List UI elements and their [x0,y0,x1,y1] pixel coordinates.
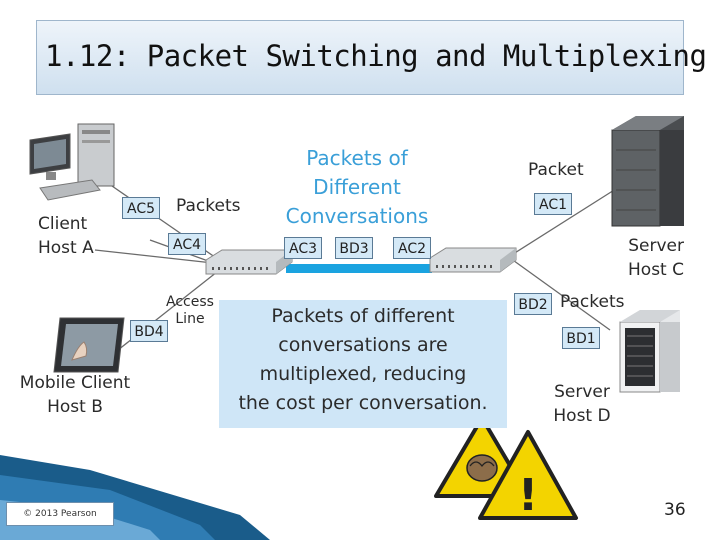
switch-left-icon [205,249,293,275]
access-line-line-2: Line [175,311,205,327]
callout-line-4: the cost per conversation. [238,392,488,414]
callout-line-1: Packets of different [271,305,455,327]
packets-left-label: Packets [176,196,241,216]
footer-swoosh [0,455,270,540]
warning-exclamation-glyph: ! [518,470,538,521]
mobile-label-line-2: Host B [47,397,103,417]
server-c-label-line-1: Server [628,236,684,256]
callout-line-3: multiplexed, reducing [259,363,467,385]
callout-line-2: conversations are [278,334,448,356]
copyright-notice: © 2013 Pearson [6,502,114,526]
server-d-label-line-2: Host D [553,406,611,426]
heading-line-2: Different [313,175,401,199]
packet-tag-bd3: BD3 [335,237,373,259]
warning-exclamation-icon [478,430,578,520]
server-d-label-line-1: Server [554,382,610,402]
switch-right-icon [429,247,517,273]
client-host-a-label: Client Host A [38,212,94,260]
packet-tag-bd4: BD4 [130,320,168,342]
heading-line-3: Conversations [285,204,429,228]
page-number: 36 [664,500,686,520]
client-label-line-2: Host A [38,238,94,258]
multiplexing-callout: Packets of different conversations are m… [219,300,507,428]
packet-tag-ac1: AC1 [534,193,572,215]
server-host-d-label: Server Host D [546,380,618,428]
trunk-line [286,264,432,273]
desktop-computer-icon [29,123,115,201]
conversations-heading: Packets of Different Conversations [276,144,438,231]
packet-top-label: Packet [528,160,584,180]
packet-tag-ac4: AC4 [168,233,206,255]
title-banner: 1.12: Packet Switching and Multiplexing [36,20,707,95]
tablet-icon [53,317,125,373]
packet-tag-bd2: BD2 [514,293,552,315]
packets-right-label: Packets [560,292,625,312]
packet-tag-ac2: AC2 [393,237,431,259]
access-line-label: Access Line [166,294,214,328]
packet-tag-ac3: AC3 [284,237,322,259]
server-tower-icon [611,116,684,227]
packet-tag-ac5: AC5 [122,197,160,219]
slide-title: 1.12: Packet Switching and Multiplexing [45,39,707,73]
client-label-line-1: Client [38,214,88,234]
packet-tag-bd1: BD1 [562,327,600,349]
mobile-label-line-1: Mobile Client [19,373,131,393]
heading-line-1: Packets of [306,146,408,170]
mobile-client-host-b-label: Mobile Client Host B [16,371,134,419]
server-rack-icon [619,310,680,393]
server-c-label-line-2: Host C [628,260,684,280]
server-host-c-label: Server Host C [620,234,684,282]
access-line-line-1: Access [166,294,214,310]
